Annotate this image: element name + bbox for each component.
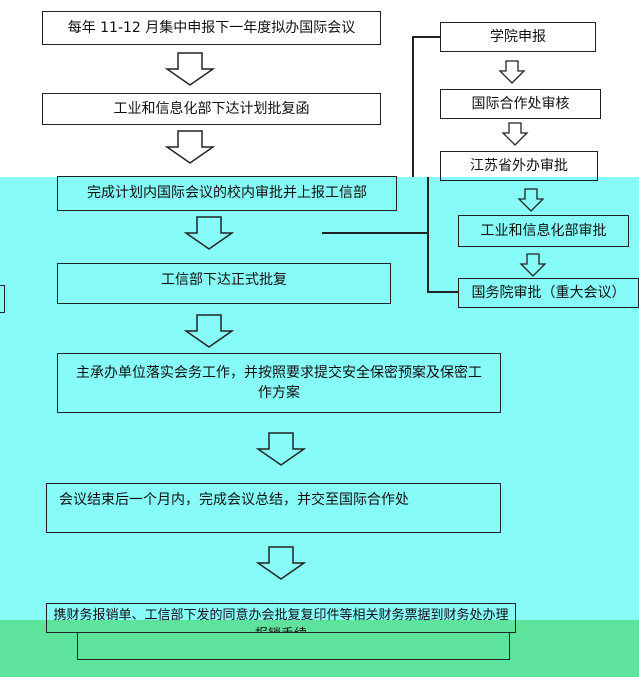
step-internal-approval: 完成计划内国际会议的校内审批并上报工信部 [57,176,397,211]
arrow-down-icon [519,253,547,277]
left-edge-marker [0,285,5,313]
right-step-miit-approval: 工业和信息化部审批 [458,215,629,247]
arrow-down-icon [165,130,215,164]
right-step-jiangsu-foreign-affairs: 江苏省外办审批 [440,151,598,181]
step-official-approval: 工信部下达正式批复 [57,263,391,304]
arrow-down-icon [184,314,234,348]
arrow-down-icon [256,432,306,466]
bracket-vertical-upper [412,36,414,177]
arrow-down-icon [498,60,526,84]
right-step-college-application: 学院申报 [440,22,596,52]
bracket-top-arm [412,36,440,38]
bracket-connector-line [322,232,427,234]
step-annual-application: 每年 11-12 月集中申报下一年度拟办国际会议 [42,11,381,45]
arrow-down-icon [501,122,529,146]
right-step-state-council: 国务院审批（重大会议） [458,278,639,308]
right-step-international-office-review: 国际合作处审核 [440,89,601,119]
step-reimbursement-lower-frame [77,633,510,660]
arrow-down-icon [165,52,215,86]
cyan-background-band [0,177,639,620]
bracket-bottom-arm [427,291,458,293]
step-plan-approval-letter: 工业和信息化部下达计划批复函 [42,93,381,125]
step-reimbursement: 携财务报销单、工信部下发的同意办会批复复印件等相关财务票据到财务处办理报销手续 [46,603,516,633]
arrow-down-icon [184,216,234,250]
step-conference-affairs: 主承办单位落实会务工作，并按照要求提交安全保密预案及保密工作方案 [57,353,501,413]
arrow-down-icon [256,546,306,580]
green-background-band [0,620,639,677]
arrow-down-icon [517,188,545,212]
step-conference-summary: 会议结束后一个月内，完成会议总结，并交至国际合作处 [46,483,501,533]
bracket-vertical-lower [427,177,429,292]
